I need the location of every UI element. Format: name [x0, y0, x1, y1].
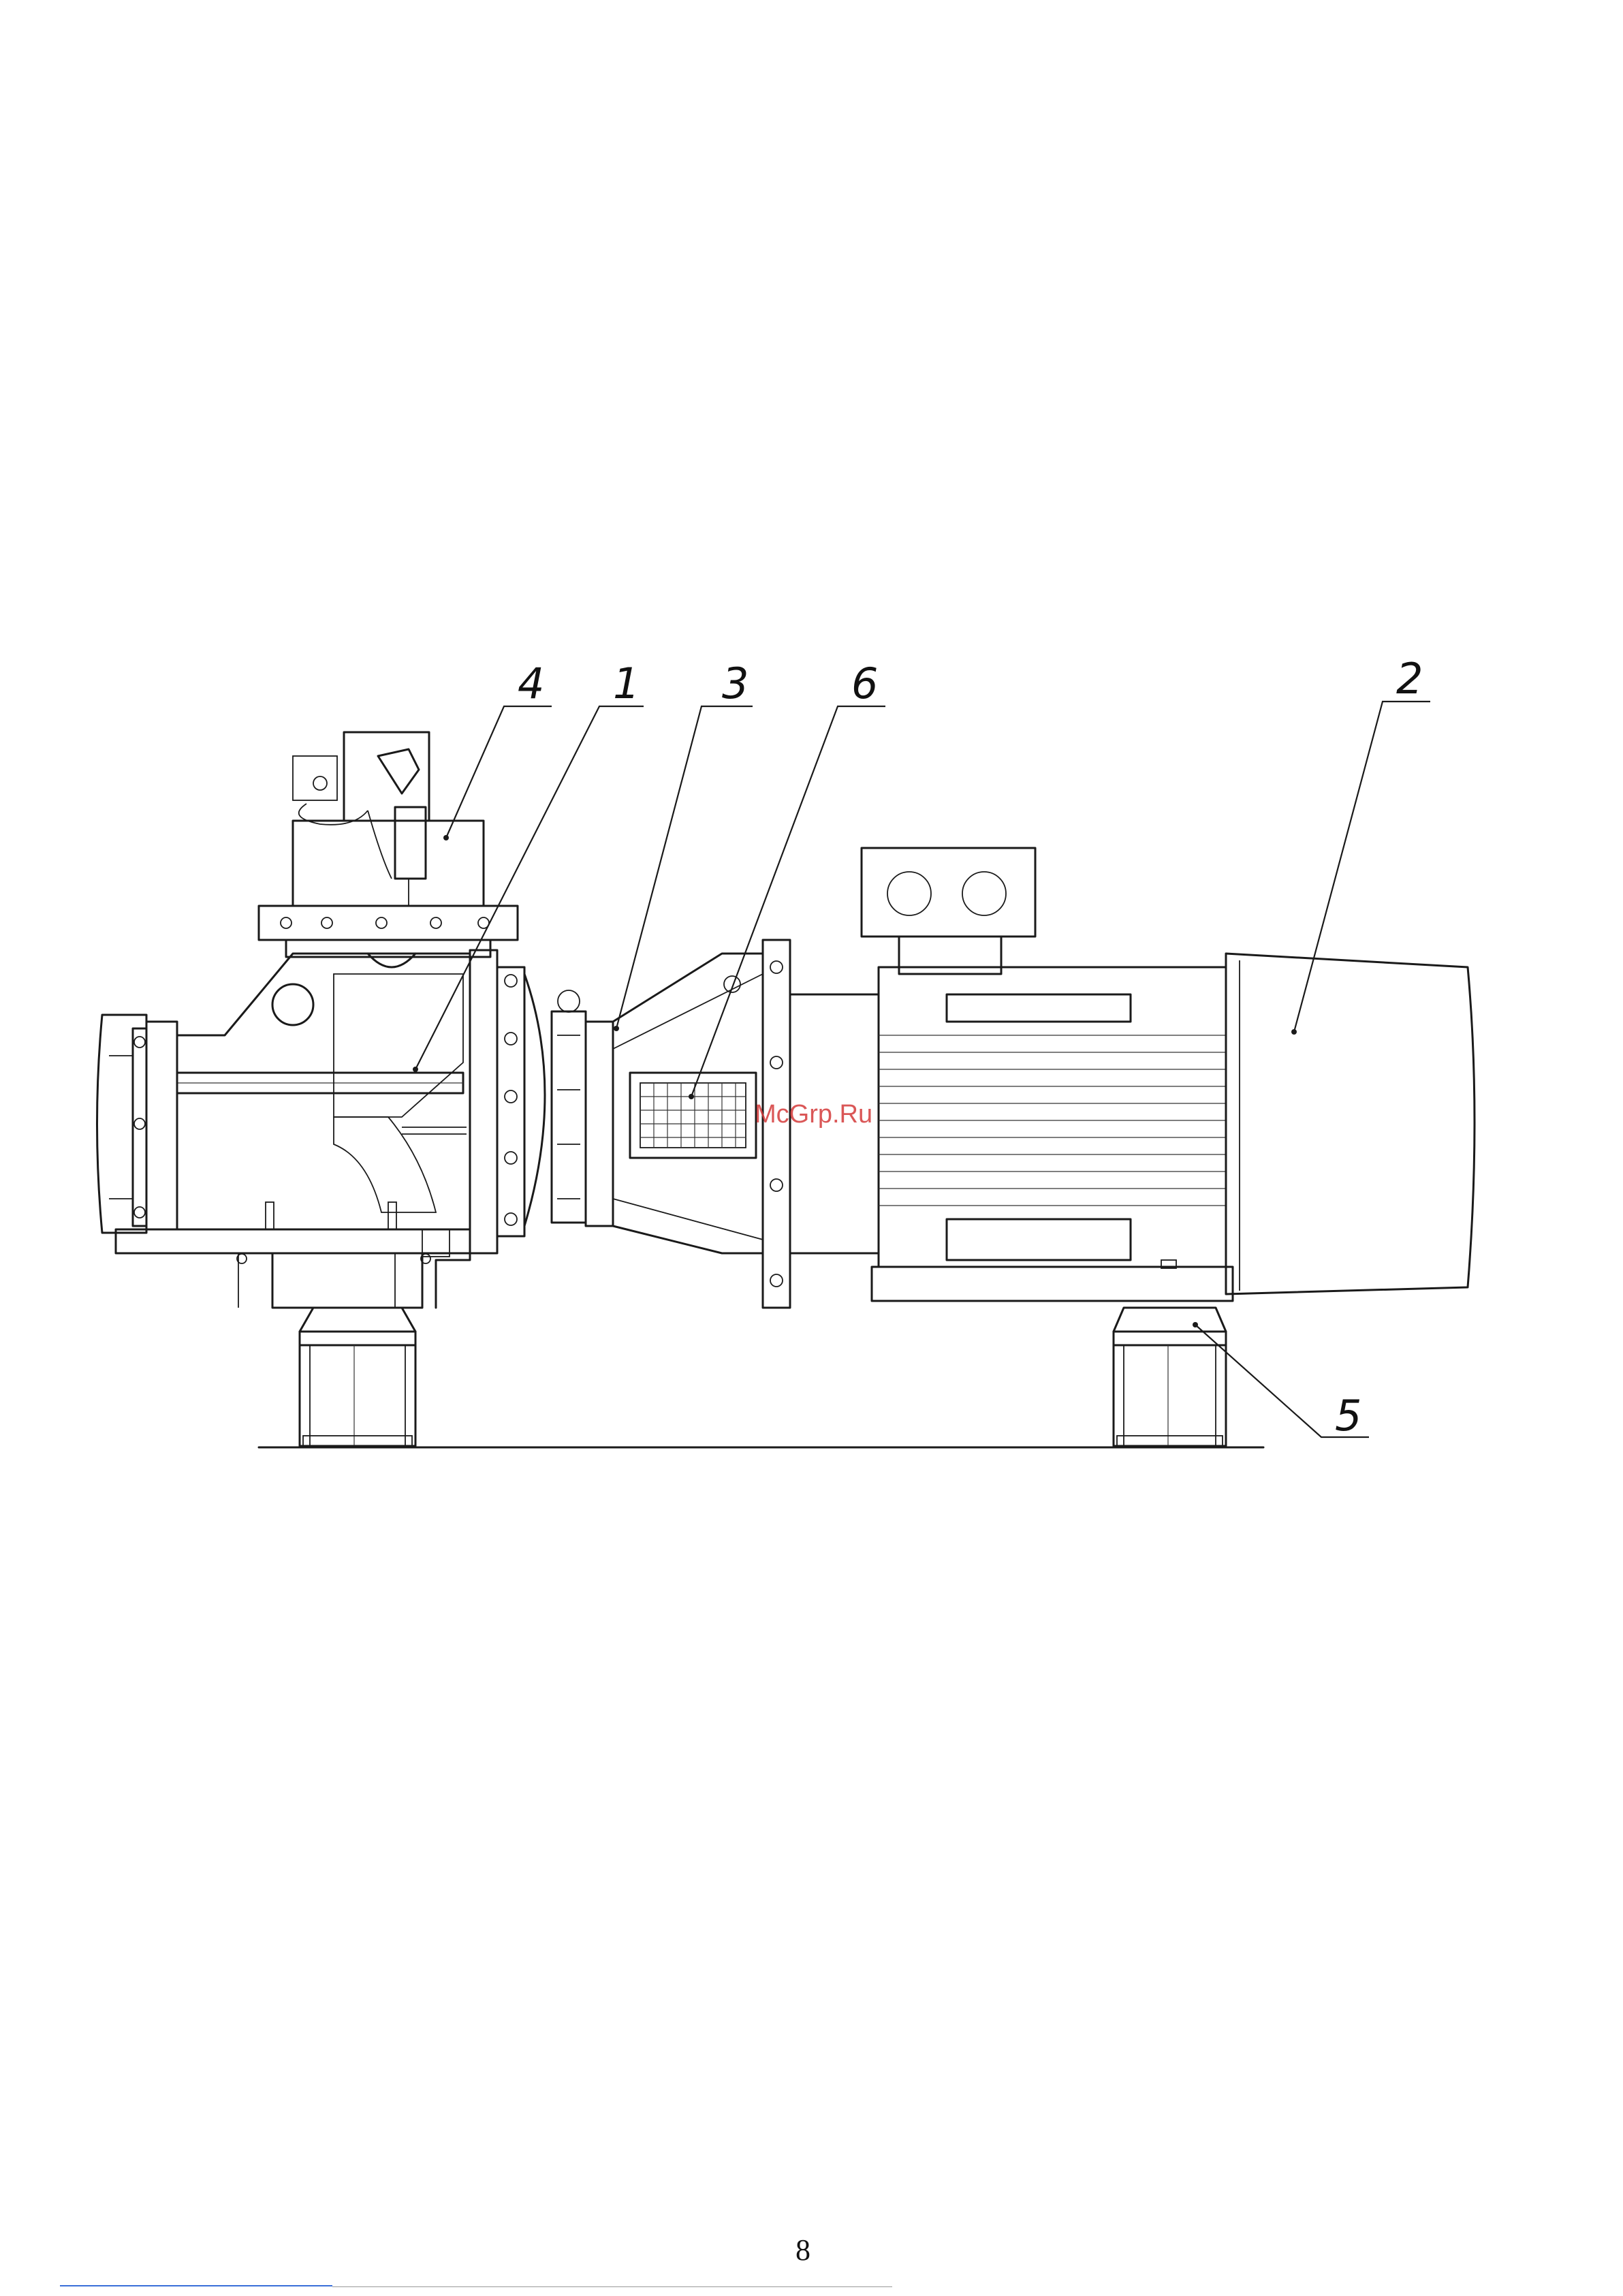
left-vibration-mount — [300, 1308, 415, 1446]
callout-6: 6 — [851, 659, 878, 708]
callout-2: 2 — [1396, 654, 1423, 704]
callout-1: 1 — [613, 659, 640, 708]
watermark: McGrp.Ru — [755, 1100, 872, 1129]
pump-body — [97, 950, 586, 1257]
callout-4: 4 — [518, 659, 544, 708]
footer-rule — [332, 2286, 892, 2287]
callout-3: 3 — [722, 659, 749, 708]
right-vibration-mount — [1114, 1308, 1226, 1446]
electric-motor — [862, 848, 1475, 1301]
callout-5: 5 — [1335, 1391, 1361, 1441]
page-number: 8 — [795, 2233, 810, 2267]
pump-base-frame — [116, 1202, 470, 1308]
valve-actuator — [259, 732, 518, 967]
footer-link-underline[interactable] — [60, 2285, 332, 2286]
nameplate — [630, 1073, 756, 1158]
